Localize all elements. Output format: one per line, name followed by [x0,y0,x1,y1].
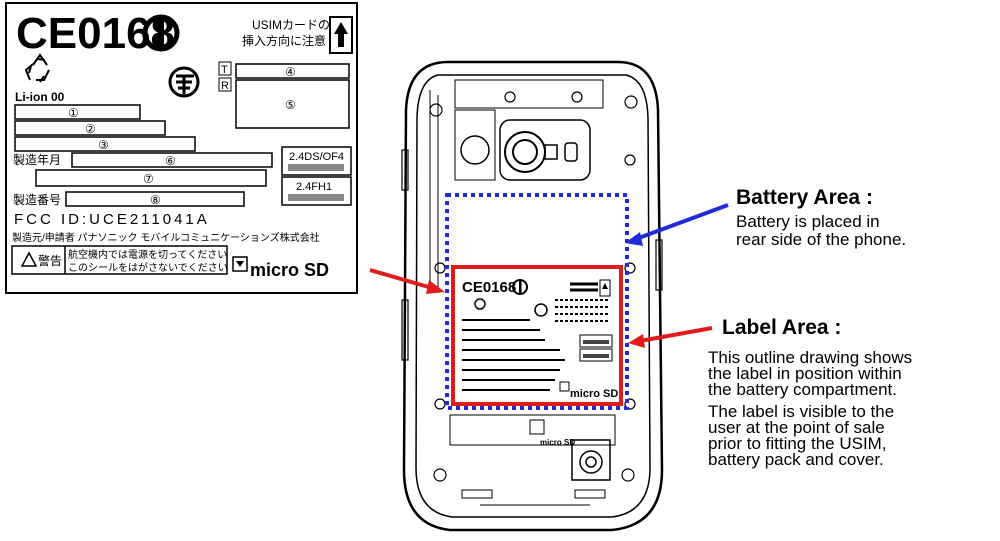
mini-ce-text: CE0168 [462,279,516,296]
label-area-p2-1: The label is visible to the [708,402,895,421]
field-2-num: ② [85,122,96,136]
usim-note-1: USIMカードの [252,18,330,32]
battery-pointer-arrow [625,203,729,246]
label-area-p1-1: This outline drawing shows [708,348,913,367]
freq-1-text: 2.4DS/OF4 [289,151,344,163]
field-7-num: ⑦ [143,172,154,186]
warning-label: 警告 [38,253,62,268]
field-8-num: ⑧ [150,193,161,207]
t-mark: T [221,64,228,76]
label-area-p2-3: prior to fitting the USIM, [708,434,887,453]
label-area-p2-4: battery pack and cover. [708,450,884,469]
field-1-num: ① [68,106,79,120]
field-3-num: ③ [98,138,109,152]
warning-triangle-icon [20,251,38,267]
slot-microsd-text: micro SD [540,438,575,447]
manufacture-date-label: 製造年月 [13,153,61,167]
label-area-outline [451,265,623,406]
battery-type: Li-ion 00 [15,90,65,104]
field-6-num: ⑥ [165,154,176,168]
fcc-id: FCC ID:UCE211041A [14,211,210,228]
field-2-box [14,120,166,136]
label-area-p1-2: the label in position within [708,364,902,383]
field-1-box [14,104,141,120]
camera-module [499,119,591,181]
label-area-title: Label Area : [722,316,842,339]
telecom-approval-icon [168,66,200,98]
label-pointer-arrow [369,268,445,294]
field-8-box [65,191,245,207]
label-area-p2-2: user at the point of sale [708,418,885,437]
label-microsd: micro SD [250,260,329,280]
field-3-box [14,136,196,152]
battery-area-desc-2: rear side of the phone. [736,230,907,249]
usim-note-2: 挿入方向に注意 [242,33,326,48]
speaker-box [571,439,611,481]
phone-outline [401,60,664,532]
warning-box [11,245,228,275]
field-5-num: ⑤ [285,98,296,112]
ce-mark-text: CE0168 [16,9,175,58]
label-area-p1-3: the battery compartment. [708,380,897,399]
field-4-box [235,63,350,79]
phone-mini-label: CE0168 micro SD micro SD [462,279,618,447]
label-closeup: CE0168 USIMカードの 挿入方向に注意 Li-ion 00 T R ④ [5,2,358,294]
recycle-icon [24,53,50,83]
field-6-box [71,152,273,168]
battery-area-desc-1: Battery is placed in [736,212,880,231]
serial-label: 製造番号 [13,193,61,207]
field-5-box [235,79,350,129]
field-7-box [35,169,267,187]
field-4-num: ④ [285,65,296,79]
freq-2-text: 2.4FH1 [296,181,332,193]
battery-area-outline [445,193,629,410]
microsd-box-icon [232,256,248,272]
battery-area-title: Battery Area : [736,186,873,209]
warning-text-1: 航空機内では電源を切ってください [68,248,227,261]
r-mark: R [221,80,229,92]
warning-text-2: このシールをはがさないでください [68,261,228,274]
phone-body [402,60,664,532]
label-area-pointer-arrow [628,326,713,348]
up-arrow-icon [329,16,353,54]
maker-text: 製造元/申請者 パナソニック モバイルコミュニケーションズ株式会社 [12,231,320,244]
mini-microsd-text: micro SD [570,388,618,400]
alert-circle-icon [142,14,180,52]
